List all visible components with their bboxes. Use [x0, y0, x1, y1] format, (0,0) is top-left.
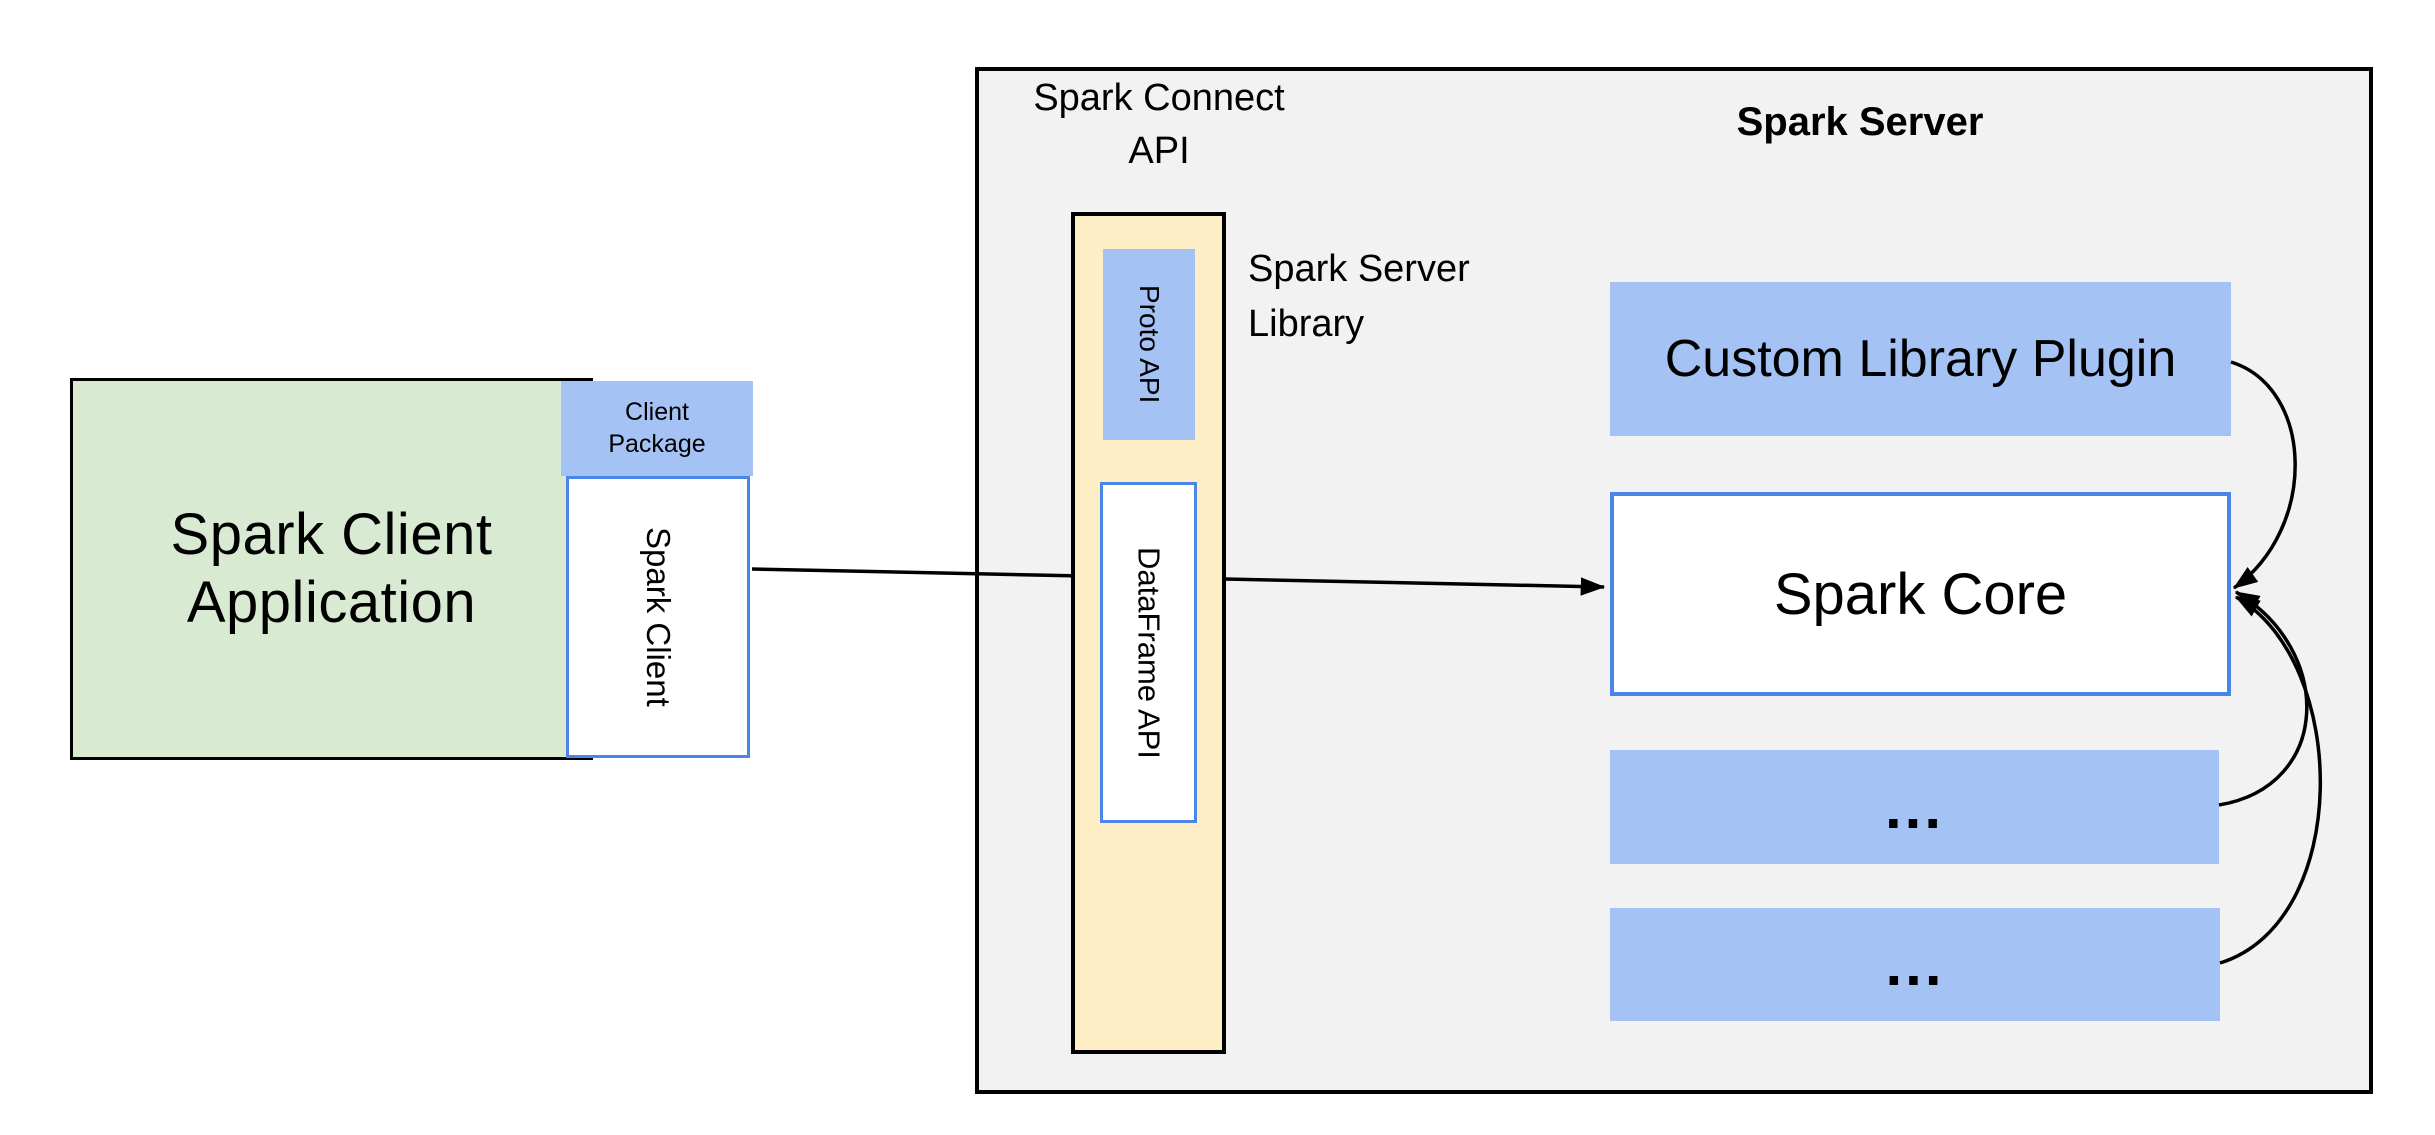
- dataframe-api-label: DataFrame API: [1131, 546, 1167, 759]
- label-line: Spark Connect: [1033, 77, 1285, 119]
- custom-library-plugin-box: Custom Library Plugin: [1610, 282, 2231, 436]
- client-package-box: Client Package: [561, 381, 753, 476]
- label-line: Spark Client: [170, 501, 493, 567]
- label-line: Library: [1248, 303, 1365, 346]
- spark-connect-api-label: Spark Connect API: [989, 72, 1329, 178]
- ellipsis-label: ...: [1885, 931, 1945, 998]
- ellipsis-label: ...: [1884, 773, 1944, 841]
- spark-core-box: Spark Core: [1610, 492, 2231, 696]
- spark-core-label: Spark Core: [1773, 561, 2068, 627]
- spark-server-title: Spark Server: [1736, 100, 1984, 144]
- label-line: Package: [608, 429, 706, 458]
- label-line: Client: [625, 398, 689, 427]
- proto-api-label: Proto API: [1134, 285, 1165, 404]
- spark-client-application-label: Spark Client Application: [171, 501, 493, 638]
- spark-client-box: Spark Client: [566, 476, 750, 758]
- proto-api-box: Proto API: [1103, 249, 1195, 440]
- spark-client-label: Spark Client: [640, 527, 677, 707]
- custom-library-plugin-label: Custom Library Plugin: [1664, 330, 2177, 388]
- label-line: Spark Server: [1248, 248, 1470, 290]
- ellipsis-box-1: ...: [1610, 750, 2219, 864]
- spark-client-application-box: Spark Client Application: [70, 378, 593, 760]
- label-line: API: [1128, 130, 1190, 173]
- dataframe-api-box: DataFrame API: [1100, 482, 1197, 823]
- spark-server-library-label: Spark Server Library: [1248, 242, 1648, 352]
- label-line: Application: [186, 570, 477, 635]
- client-package-label: Client Package: [608, 397, 705, 460]
- ellipsis-box-2: ...: [1610, 908, 2220, 1021]
